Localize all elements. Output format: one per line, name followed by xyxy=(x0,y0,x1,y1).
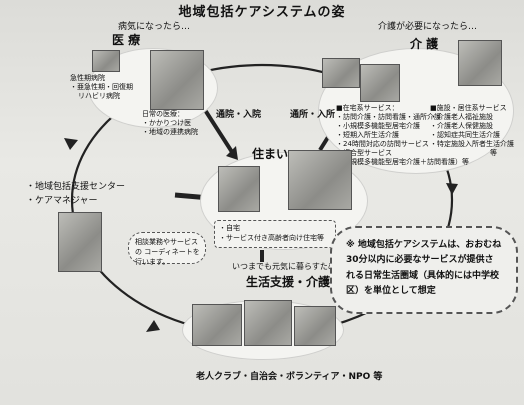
support-center-label: ・地域包括支援センター xyxy=(26,182,126,192)
clinic-item-3: ・地域の連携病院 xyxy=(142,128,198,136)
clinic-item-1: 日常の医療： xyxy=(142,110,184,118)
note-box: ※ 地域包括ケアシステムは、おおむね30分以内に必要なサービスが提供される日常生… xyxy=(330,226,518,314)
care-vehicle-image xyxy=(322,58,360,88)
facility-service-etc: 等 xyxy=(490,149,497,157)
family-image xyxy=(288,150,352,210)
care-facility-image xyxy=(360,64,400,102)
care-manager-label: ・ケアマネジャー xyxy=(26,196,98,206)
home-items-box: ・自宅 ・サービス付き高齢者向け住宅等 xyxy=(214,220,336,248)
doctors-image xyxy=(150,50,204,110)
home-item-1: ・自宅 xyxy=(219,224,240,232)
community-image-1 xyxy=(192,304,242,346)
home-service-1: ・訪問介護・訪問看護・通所介護 xyxy=(336,113,441,121)
home-service-5: ・複合型サービス xyxy=(336,149,392,157)
facility-service-1: ・介護老人福祉施設 xyxy=(430,113,493,121)
home-service-3: ・短期入所生活介護 xyxy=(336,131,399,139)
home-services-title: ■在宅系サービス： xyxy=(336,104,399,112)
prevention-heading: 生活支援・介護予防 xyxy=(246,275,355,289)
care-arrow-label: 通所・入所 xyxy=(290,110,336,120)
home-heading: 住まい xyxy=(252,147,289,161)
care-trigger: 介護が必要になったら… xyxy=(378,22,478,32)
care-building-image xyxy=(458,40,502,86)
community-image-2 xyxy=(244,300,292,346)
facility-service-4: ・特定施設入所者生活介護 xyxy=(430,140,514,148)
facility-service-2: ・介護老人保健施設 xyxy=(430,122,493,130)
facility-service-3: ・認知症共同生活介護 xyxy=(430,131,500,139)
hospital-image xyxy=(92,50,120,72)
medical-trigger: 病気になったら… xyxy=(118,22,191,32)
clinic-item-2: ・かかりつけ医 xyxy=(142,119,192,127)
visit-arrow-label: 通院・入院 xyxy=(216,110,262,120)
care-manager-image xyxy=(58,212,102,272)
home-service-6: （小規模多機能型居宅介護＋訪問看護）等 xyxy=(336,158,469,166)
facility-services-title: ■施設・居住系サービス xyxy=(430,104,507,112)
home-item-2: ・サービス付き高齢者向け住宅等 xyxy=(219,234,324,242)
community-image-3 xyxy=(294,306,336,346)
prevention-lead: いつまでも元気に暮らすために… xyxy=(232,262,352,271)
hospital-item-3: リハビリ病院 xyxy=(78,92,120,100)
house-image xyxy=(218,166,260,212)
home-service-2: ・小規模多機能型居宅介護 xyxy=(336,122,420,130)
hospital-item-1: 急性期病院 xyxy=(70,74,105,82)
home-service-4: ・24時間対応の訪問サービス xyxy=(336,140,429,148)
consult-box: 相談業務やサービスの コーディネートを行います。 xyxy=(128,232,206,266)
community-groups: 老人クラブ・自治会・ボランティア・NPO 等 xyxy=(196,372,383,382)
hospital-item-2: ・亜急性期・回復期 xyxy=(70,83,133,91)
care-heading: 介 護 xyxy=(410,37,439,51)
medical-heading: 医 療 xyxy=(112,33,141,47)
consult-text: 相談業務やサービスの コーディネートを行います。 xyxy=(135,238,200,266)
page-title: 地域包括ケアシステムの姿 xyxy=(178,5,346,20)
